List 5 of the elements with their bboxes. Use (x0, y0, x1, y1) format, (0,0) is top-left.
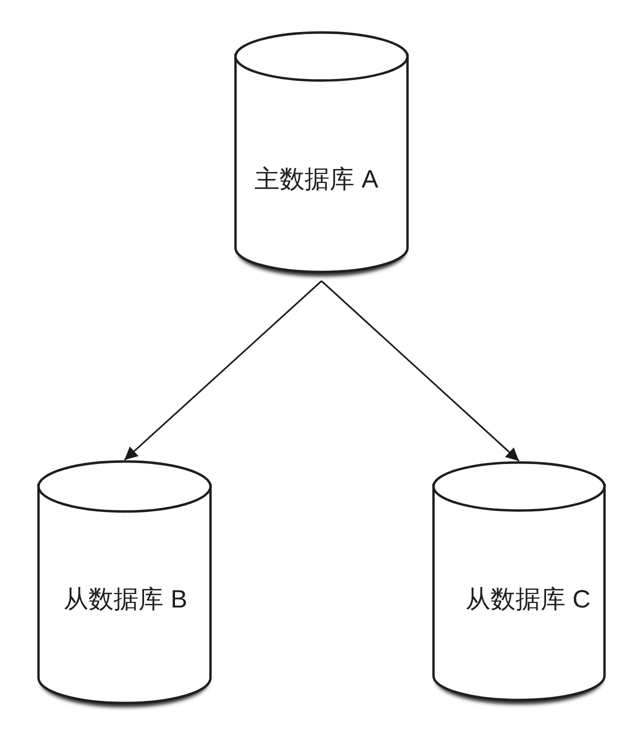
database-label: 从数据库 C (466, 586, 590, 614)
database-label: 主数据库 A (254, 166, 378, 194)
arrow (320, 280, 520, 462)
database-label: 从数据库 B (64, 586, 188, 614)
arrow (124, 280, 322, 461)
